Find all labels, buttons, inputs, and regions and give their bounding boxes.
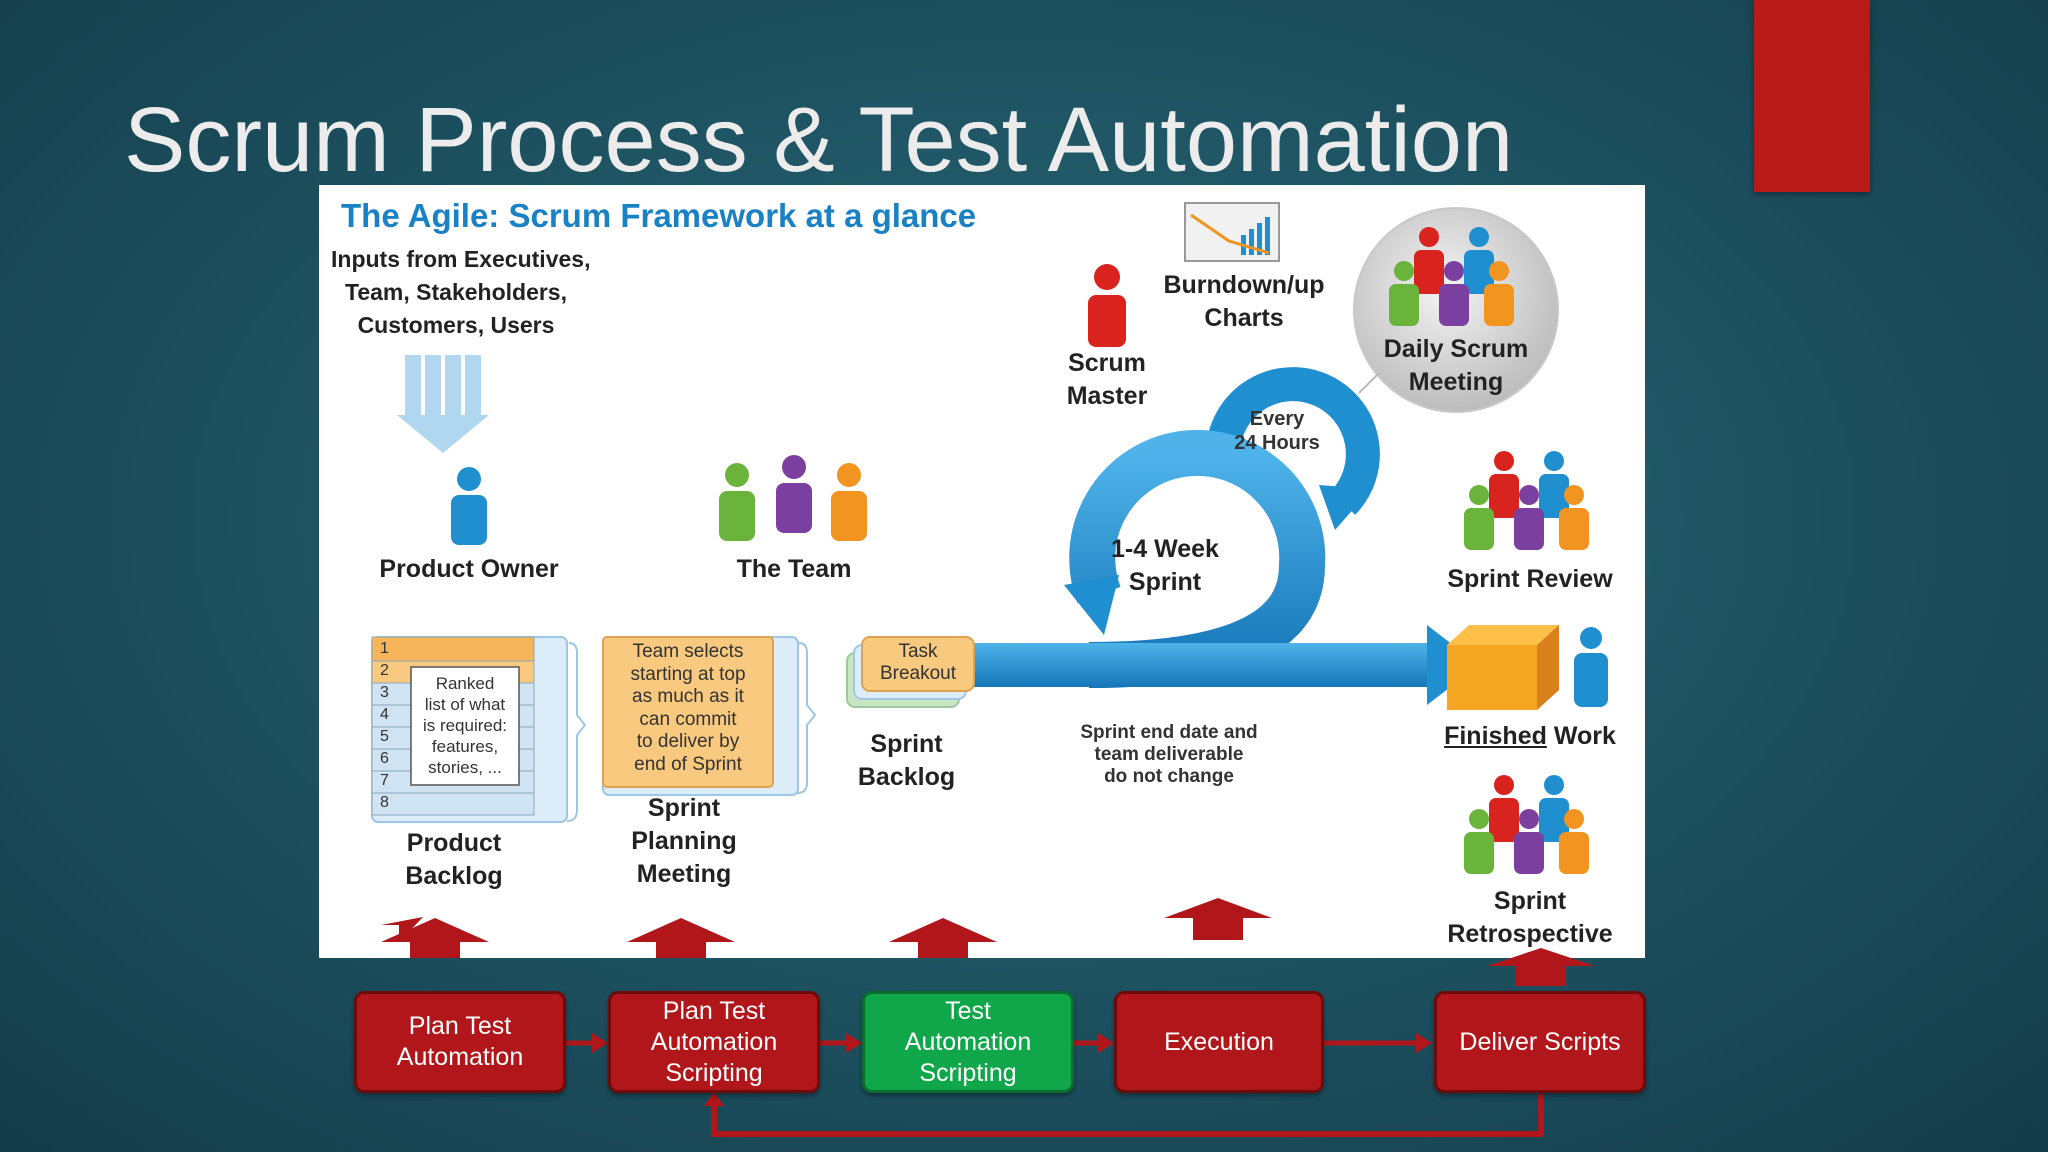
product-owner-icon: [451, 467, 487, 545]
scrum-diagram-panel: The Agile: Scrum Framework at a glance I…: [319, 185, 1645, 958]
input-arrows: [397, 355, 489, 453]
daily-scrum-label: Daily Scrum Meeting: [1383, 335, 1529, 396]
backlog-note: Ranked list of what is required: feature…: [422, 674, 508, 777]
product-owner-label: Product Owner: [379, 555, 559, 583]
finished-work-label: Finished Work: [1435, 720, 1625, 753]
inputs-label: Inputs from Executives, Team, Stakeholde…: [331, 246, 591, 338]
sprint-backlog-label: Sprint Backlog: [857, 730, 956, 791]
burndown-chart-icon: [1184, 202, 1280, 262]
sprint-review-label: Sprint Review: [1447, 565, 1613, 593]
product-backlog-label: Product Backlog: [405, 829, 503, 890]
team-icon: [719, 455, 867, 541]
slide-title: Scrum Process & Test Automation: [124, 89, 1514, 191]
every-24-hours-label: Every 24 Hours: [1234, 408, 1320, 454]
flow-step-execution: Execution: [1114, 991, 1324, 1093]
sprint-cycle-label: 1-4 Week Sprint: [1111, 535, 1219, 596]
daily-loop-arrow: [1206, 367, 1380, 530]
product-backlog-stack: [371, 636, 587, 823]
diagram-title: The Agile: Scrum Framework at a glance: [341, 197, 977, 234]
scrum-master-label: Scrum Master: [1066, 349, 1148, 410]
sprint-planning-stack: [602, 636, 817, 796]
burndown-charts-label: Burndown/up Charts: [1163, 271, 1325, 332]
flow-step-plan-scripting: Plan Test Automation Scripting: [608, 991, 820, 1093]
flow-step-deliver-scripts: Deliver Scripts: [1434, 991, 1646, 1093]
work-word: Work: [1546, 722, 1616, 750]
sprint-retrospective-label: Sprint Retrospective: [1447, 887, 1613, 948]
sprint-planning-label: Sprint Planning Meeting: [631, 794, 737, 888]
finished-word: Finished: [1444, 722, 1547, 750]
sprint-retrospective-team-icon: [1464, 775, 1589, 874]
planning-note: Team selects starting at top as much as …: [630, 641, 746, 775]
daily-scrum-team-icon: [1389, 227, 1514, 326]
finished-work-icon: [1447, 625, 1608, 710]
flow-step-plan-test-automation: Plan Test Automation: [354, 991, 566, 1093]
diagram-graphics: [371, 202, 1608, 958]
task-breakout-card: [846, 636, 975, 708]
flow-up-arrows: [381, 898, 1272, 958]
sprint-end-note: Sprint end date and team deliverable do …: [1080, 722, 1258, 787]
accent-bar: [1754, 0, 1870, 192]
sprint-review-team-icon: [1464, 451, 1589, 550]
sprint-cycle-arrow: [969, 429, 1479, 705]
backlog-numbers: 1 2 3 4 5 6 7 8: [380, 640, 389, 811]
scrum-master-icon: [1088, 264, 1126, 347]
team-label: The Team: [736, 555, 852, 583]
task-breakout-label: Task Breakout: [879, 641, 957, 684]
flow-step-test-scripting: Test Automation Scripting: [862, 991, 1074, 1093]
